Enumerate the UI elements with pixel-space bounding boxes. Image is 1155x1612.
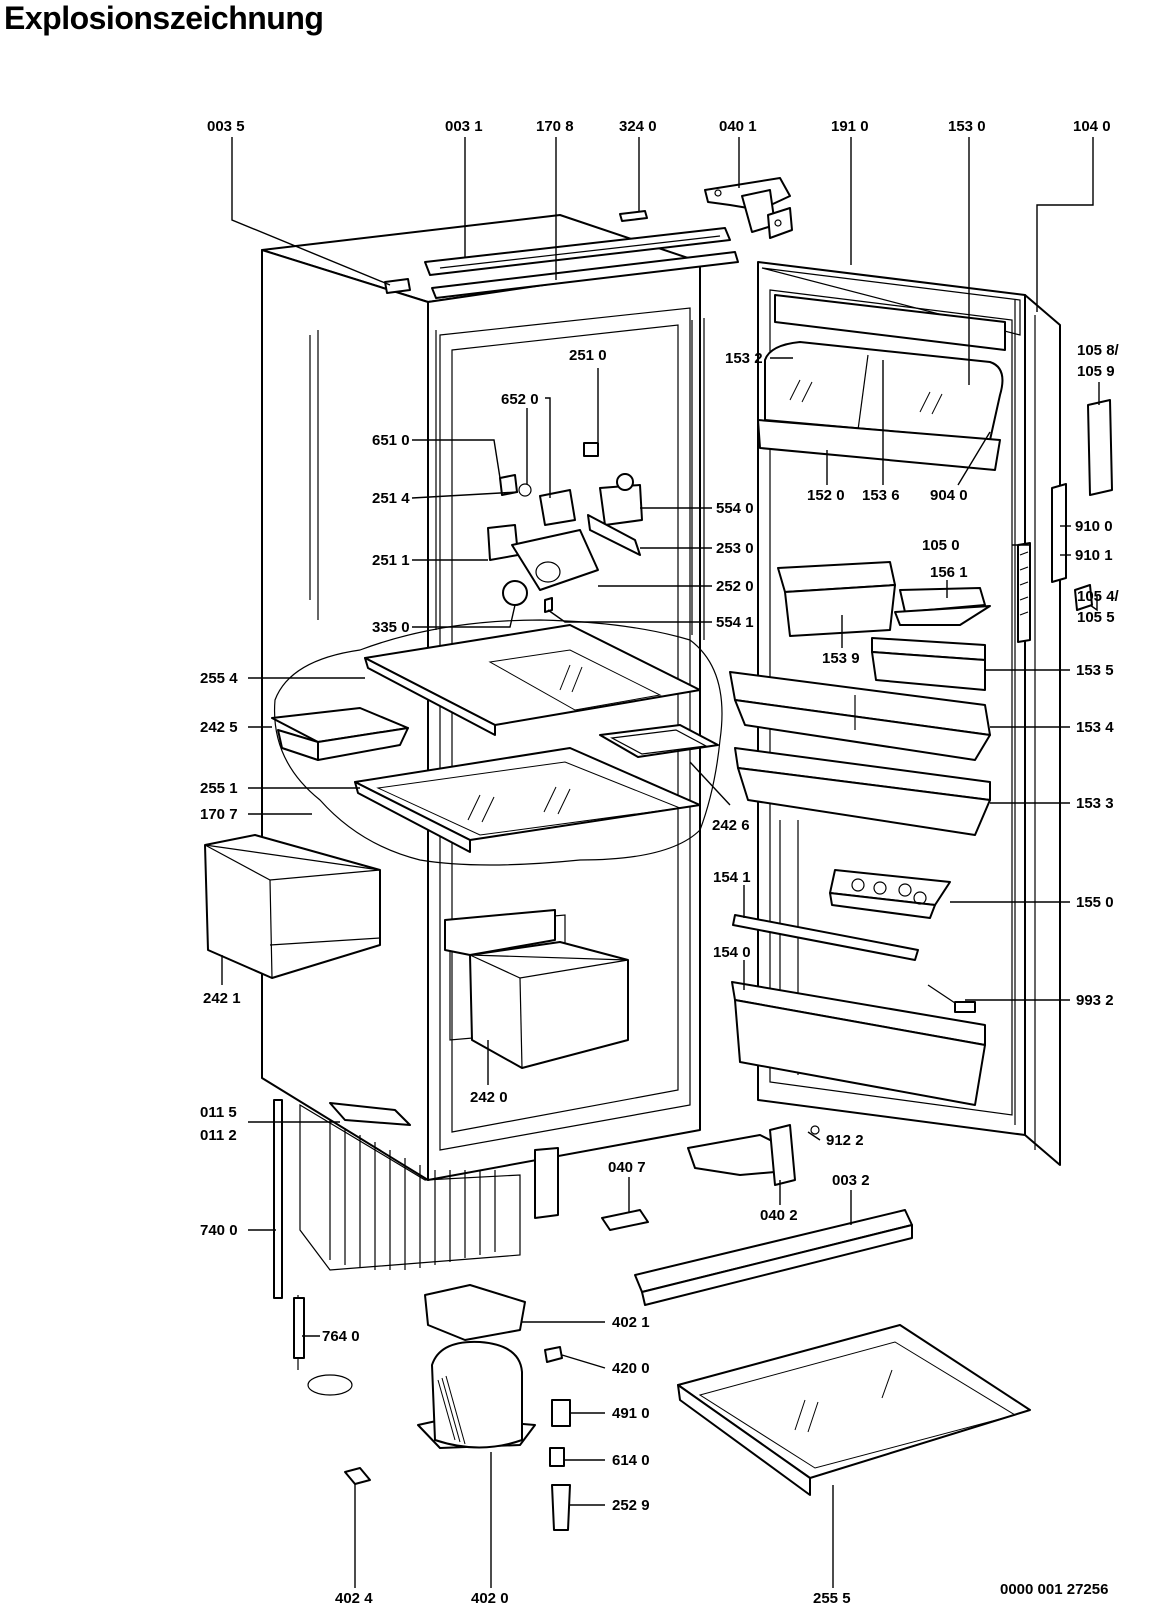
part-label: 153 2 <box>725 350 763 367</box>
part-label: 251 0 <box>569 347 607 364</box>
part-label: 402 1 <box>612 1314 650 1331</box>
part-label: 614 0 <box>612 1452 650 1469</box>
part-label: 242 0 <box>470 1089 508 1106</box>
part-label: 003 5 <box>207 118 245 135</box>
part-label: 251 1 <box>372 552 410 569</box>
part-label: 242 6 <box>712 817 750 834</box>
part-label: 003 1 <box>445 118 483 135</box>
part-label: 153 0 <box>948 118 986 135</box>
part-label: 154 1 <box>713 869 751 886</box>
part-label: 253 0 <box>716 540 754 557</box>
part-label: 105 5 <box>1077 609 1115 626</box>
door-shelves <box>729 561 991 1106</box>
part-label: 003 2 <box>832 1172 870 1189</box>
part-label: 040 7 <box>608 1159 646 1176</box>
part-label: 105 8/ <box>1077 342 1120 359</box>
part-label: 170 7 <box>200 806 238 823</box>
door-side-parts <box>1017 399 1113 643</box>
thermostat-assembly <box>487 442 643 613</box>
part-label: 335 0 <box>372 619 410 636</box>
part-label: 105 0 <box>922 537 960 554</box>
part-label: 324 0 <box>619 118 657 135</box>
part-label: 402 4 <box>335 1590 373 1607</box>
part-label: 255 1 <box>200 780 238 797</box>
part-label: 040 2 <box>760 1207 798 1224</box>
part-label: 554 1 <box>716 614 754 631</box>
door-upper-compartment <box>757 294 1006 471</box>
part-label: 153 3 <box>1076 795 1114 812</box>
part-label: 251 4 <box>372 490 410 507</box>
part-label: 764 0 <box>322 1328 360 1345</box>
part-label: 242 5 <box>200 719 238 736</box>
shelf-area-outline <box>273 619 723 866</box>
part-label: 910 0 <box>1075 518 1113 535</box>
part-label: 155 0 <box>1076 894 1114 911</box>
part-label: 191 0 <box>831 118 869 135</box>
part-label: 153 9 <box>822 650 860 667</box>
part-label: 011 5 <box>200 1104 237 1121</box>
part-label: 153 6 <box>862 487 900 504</box>
part-label: 255 5 <box>813 1590 851 1607</box>
top-rails <box>384 210 739 299</box>
part-label: 491 0 <box>612 1405 650 1422</box>
part-label: 153 5 <box>1076 662 1114 679</box>
page-title: Explosionszeichnung <box>4 0 324 36</box>
part-label: 252 9 <box>612 1497 650 1514</box>
part-label: 156 1 <box>930 564 968 581</box>
part-label: 252 0 <box>716 578 754 595</box>
part-label: 652 0 <box>501 391 539 408</box>
leader-lines <box>221 137 1100 1588</box>
part-label: 104 0 <box>1073 118 1111 135</box>
part-label: 255 4 <box>200 670 238 687</box>
part-label: 402 0 <box>471 1590 509 1607</box>
part-label: 152 0 <box>807 487 845 504</box>
part-label: 904 0 <box>930 487 968 504</box>
part-label: 993 2 <box>1076 992 1114 1009</box>
part-labels: 003 5 003 1 170 8 324 0 040 1 191 0 153 … <box>200 118 1120 1607</box>
part-label: 740 0 <box>200 1222 238 1239</box>
part-label: 040 1 <box>719 118 757 135</box>
part-label: 170 8 <box>536 118 574 135</box>
part-label: 153 4 <box>1076 719 1114 736</box>
crisper-drawers <box>204 834 629 1069</box>
part-label: 420 0 <box>612 1360 650 1377</box>
part-label: 910 1 <box>1075 547 1113 564</box>
part-label: 912 2 <box>826 1132 864 1149</box>
top-hinge <box>704 177 793 239</box>
part-label: 011 2 <box>200 1127 237 1144</box>
bottom-parts <box>273 1099 1031 1531</box>
part-label: 154 0 <box>713 944 751 961</box>
part-label: 105 4/ <box>1077 588 1120 605</box>
glass-shelves <box>271 624 719 853</box>
part-label: 651 0 <box>372 432 410 449</box>
part-label: 242 1 <box>203 990 241 1007</box>
part-label: 105 9 <box>1077 363 1115 380</box>
document-number: 0000 001 27256 <box>1000 1581 1108 1598</box>
part-label: 554 0 <box>716 500 754 517</box>
